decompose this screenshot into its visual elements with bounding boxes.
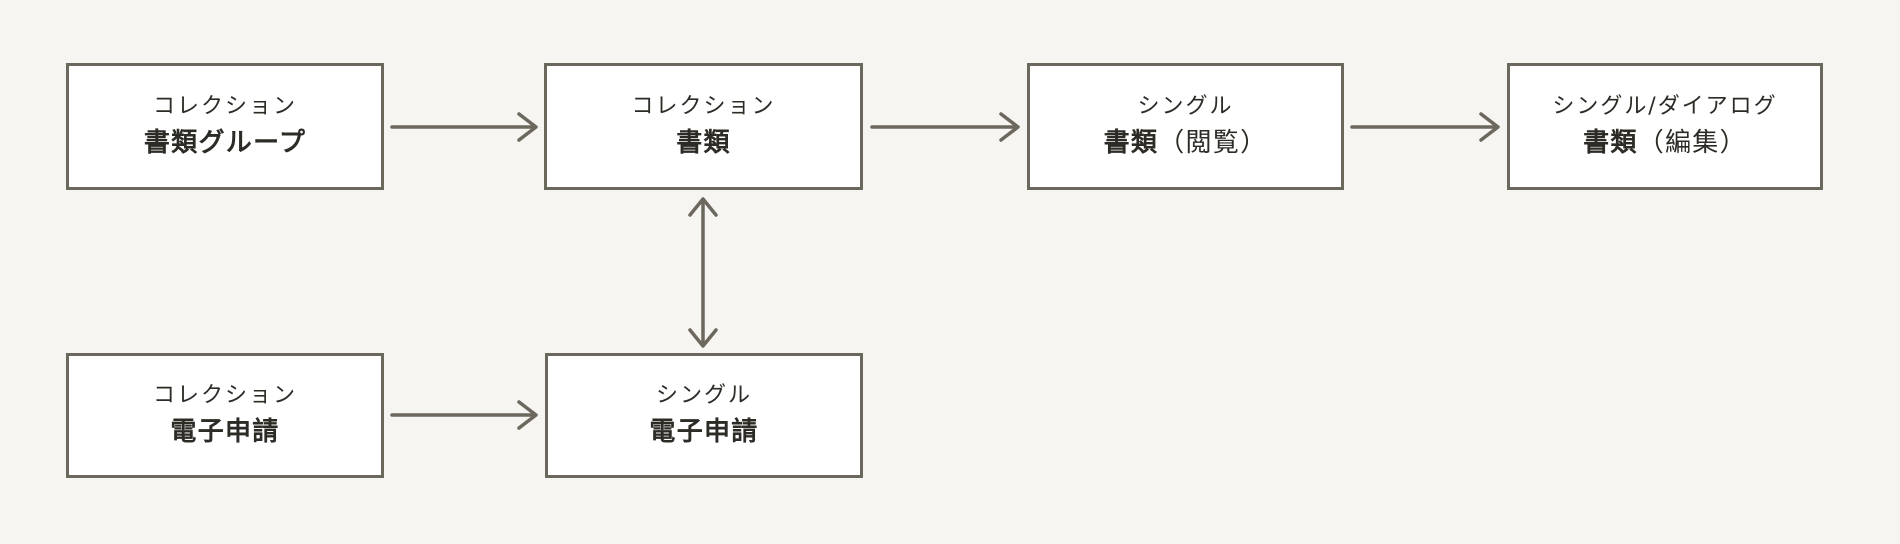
arrow-document-to-e-application-single-bidirectional [688,197,718,348]
node-name-suffix: （編集） [1637,127,1747,158]
node-name-line: 書類グループ [144,127,306,160]
node-document-edit-single-dialog: シングル/ダイアログ 書類（編集） [1507,63,1823,190]
node-name: 書類 [676,127,731,158]
node-document-group-collection: コレクション 書類グループ [66,63,384,190]
arrow-document-view-to-document-edit [1350,112,1500,142]
node-document-view-single: シングル 書類（閲覧） [1027,63,1344,190]
node-type-label: コレクション [631,93,776,119]
node-name-line: 書類（編集） [1583,127,1747,160]
node-name: 電子申請 [649,416,759,447]
node-name-suffix: （閲覧） [1158,127,1268,158]
node-e-application-single: シングル 電子申請 [545,353,863,478]
node-type-label: コレクション [153,382,297,408]
node-name: 書類 [1583,127,1638,158]
arrow-document-group-to-document [390,112,538,142]
node-name: 書類 [1103,127,1159,158]
node-type-label: シングル [1137,93,1234,119]
node-type-label: コレクション [153,93,297,119]
node-name: 電子申請 [170,416,280,447]
arrow-e-application-collection-to-single [390,400,538,430]
node-type-label: シングル [656,382,752,408]
node-name-line: 電子申請 [649,416,758,449]
node-type-label: シングル/ダイアログ [1552,93,1778,119]
node-name-line: 書類（閲覧） [1104,127,1268,160]
node-e-application-collection: コレクション 電子申請 [66,353,384,478]
node-document-collection: コレクション 書類 [544,63,863,190]
node-name: 書類グループ [143,127,307,158]
node-name-line: 電子申請 [170,416,279,449]
node-name-line: 書類 [676,127,731,160]
arrow-document-to-document-view [870,112,1020,142]
